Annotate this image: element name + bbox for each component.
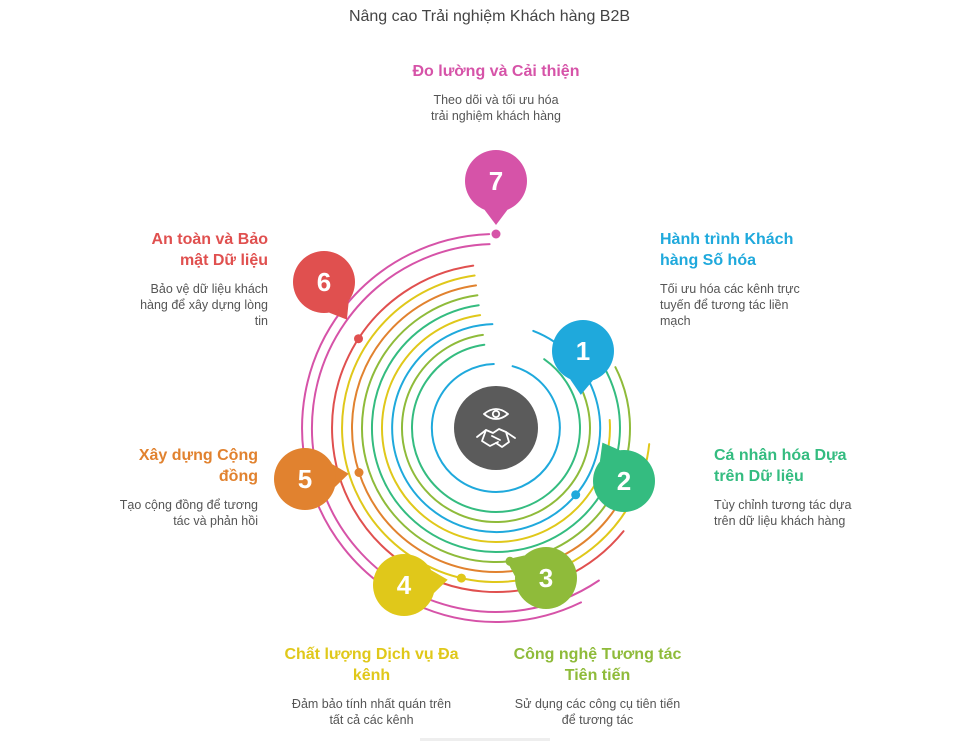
step-6-badge-circle [293, 251, 355, 313]
center-circle [454, 386, 538, 470]
step-2-description: Tùy chỉnh tương tác dựa trên dữ liệu khá… [714, 498, 852, 528]
ring-arc-1-1 [430, 363, 561, 493]
step-4-number: 4 [397, 570, 412, 600]
anchor-dot-5 [354, 468, 364, 477]
page-title: Nâng cao Trải nghiệm Khách hàng B2B [348, 8, 631, 25]
step-5-block: Xây dựng Cộng đồng Tạo cộng đồng để tươn… [118, 445, 258, 529]
step-3-number: 3 [539, 563, 553, 593]
step-2-badge-circle [593, 450, 655, 512]
bottom-divider [420, 738, 550, 741]
step-1-block: Hành trình Khách hàng Số hóa Tối ưu hóa … [660, 229, 810, 329]
step-2-title: Cá nhân hóa Dựa trên Dữ liệu [714, 447, 847, 485]
step-3-description: Sử dụng các công cụ tiên tiến để tương t… [514, 697, 681, 727]
step-1-badge-circle [552, 320, 614, 382]
ring-arc-2-1 [411, 343, 581, 513]
step-3-badge: 3 [506, 547, 577, 609]
step-6-block: An toàn và Bảo mật Dữ liệu Bảo vệ dữ liệ… [128, 229, 268, 329]
step-1-title: Hành trình Khách hàng Số hóa [660, 231, 794, 269]
step-1-number: 1 [576, 336, 590, 366]
step-1-description: Tối ưu hóa các kênh trực tuyến để tương … [660, 282, 800, 328]
step-5-badge: 5 [274, 448, 349, 510]
step-7-description: Theo dõi và tối ưu hóa trải nghiệm khách… [431, 93, 561, 123]
step-5-title: Xây dựng Cộng đồng [138, 447, 258, 485]
step-4-description: Đảm bảo tính nhất quán trên tất cả các k… [291, 697, 452, 727]
center-node [454, 386, 538, 470]
step-3-badge-circle [515, 547, 577, 609]
step-7-title: Đo lường và Cải thiện [412, 63, 580, 80]
ring-arc-3-1 [400, 333, 591, 523]
step-7-number: 7 [489, 166, 503, 196]
step-7-block: Đo lường và Cải thiện Theo dõi và tối ưu… [396, 61, 596, 124]
step-5-badge-circle [274, 448, 336, 510]
step-5-number: 5 [298, 464, 312, 494]
step-1-badge-pointer [570, 379, 593, 395]
step-7-badge-circle [465, 150, 527, 212]
step-6-badge: 6 [293, 251, 355, 320]
step-7-badge-pointer [484, 209, 508, 225]
step-7-badge: 7 [465, 150, 527, 225]
step-3-badge-pointer [506, 555, 525, 577]
step-6-description: Bảo vệ dữ liệu khách hàng để xây dựng lò… [140, 282, 268, 328]
step-4-block: Chất lượng Dịch vụ Đa kênh Đảm bảo tính … [279, 644, 464, 728]
step-5-description: Tạo cộng đồng để tương tác và phản hồi [119, 498, 258, 528]
ring-arc-1-2 [391, 323, 602, 534]
step-4-badge: 4 [373, 554, 448, 616]
ring-arc-5-1 [351, 284, 633, 573]
anchor-dot-6 [354, 334, 363, 344]
step-2-badge: 2 [593, 442, 655, 512]
step-3-title: Công nghệ Tương tác Tiên tiến [513, 646, 682, 684]
step-badges: 1 2 3 4 5 6 7 [274, 150, 655, 616]
anchor-dot-4 [456, 573, 466, 583]
ring-arc-2-2 [370, 304, 621, 553]
step-6-number: 6 [317, 267, 331, 297]
step-2-number: 2 [617, 466, 631, 496]
ring-arc-4-1 [381, 314, 611, 543]
ring-arc-4-2 [341, 274, 651, 583]
step-4-badge-pointer [431, 570, 448, 593]
step-5-badge-pointer [332, 464, 349, 487]
step-3-block: Công nghệ Tương tác Tiên tiến Sử dụng cá… [505, 644, 690, 728]
anchor-dot-1 [571, 490, 581, 500]
step-1-badge: 1 [552, 320, 614, 395]
anchor-dot-7 [491, 229, 501, 239]
step-6-title: An toàn và Bảo mật Dữ liệu [151, 231, 268, 269]
step-4-badge-circle [373, 554, 435, 616]
step-2-block: Cá nhân hóa Dựa trên Dữ liệu Tùy chỉnh t… [714, 445, 864, 529]
step-4-title: Chất lượng Dịch vụ Đa kênh [284, 646, 459, 684]
eye-handshake-icon [476, 408, 516, 448]
